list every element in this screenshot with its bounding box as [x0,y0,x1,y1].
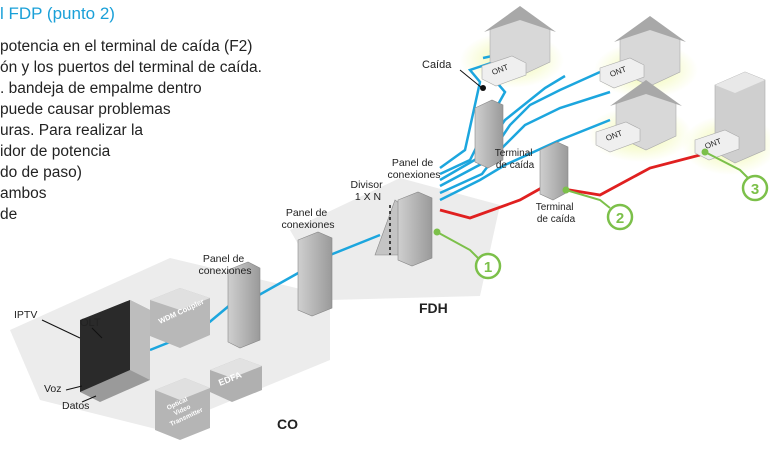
terminal-label-line: Terminal [495,148,533,159]
caida-leader [459,69,483,89]
connector-dot [562,186,570,194]
panel-label-fdh: Panel de conexiones [387,157,440,181]
panel-label-line: Panel de [392,157,434,169]
datos-label: Datos [62,400,89,412]
olt-device [80,300,150,402]
point-badge-1: 1 [474,252,502,280]
panel-label-line: Panel de [203,253,245,265]
panel-label-line: conexiones [281,219,334,231]
point-badge-label: 3 [751,181,759,198]
caida-dot [480,85,486,91]
voz-leader [65,385,83,391]
patch-panel-fdh [397,191,433,267]
paragraph-line: de [0,206,18,223]
wdm-coupler-device [150,288,210,348]
caida-label: Caída [422,59,452,71]
datos-leader [81,395,97,403]
divisor-label: Divisor 1 X N [350,179,385,203]
olt-leader [91,327,103,339]
divisor-label-line: 1 X N [355,191,381,203]
drop-terminal-1 [474,99,504,169]
fdh-label: FDH [419,300,448,316]
patch-panel-mid [297,231,333,317]
terminal-label-line: de caída [496,160,535,171]
olt-label: OLT [80,317,101,329]
paragraph-line: ambos [0,185,47,202]
connector-dot [701,148,709,156]
terminal-label-2: Terminal de caída [536,202,577,225]
paragraph-line: uras. Para realizar la [0,122,144,139]
panel-label-line: conexiones [387,169,440,181]
ont-device: ONT [599,57,645,89]
terminal-label-line: Terminal [536,202,574,213]
page-heading: l FDP (punto 2) [0,4,115,23]
co-label: CO [277,416,298,432]
optical-transmitter-device [155,378,210,440]
test-point-connectors [436,151,751,259]
point-badge-label: 1 [484,259,492,276]
ont-device: ONT [595,121,641,153]
terminal-label-line: de caída [537,214,576,225]
paragraph-line: . bandeja de empalme dentro [0,80,202,97]
connector-dot [433,228,441,236]
terminal-label-1: Terminal de caída [495,148,536,171]
paragraph-line: do de paso) [0,164,82,181]
optical-transmitter-label: Optical Video Transmitter [162,392,204,428]
ont-device: ONT [481,55,527,87]
iptv-leader [41,319,81,339]
panel-label-line: Panel de [286,207,328,219]
panel-label-mid: Panel de conexiones [281,207,334,231]
panel-label-line: conexiones [198,265,251,277]
iptv-label: IPTV [14,309,37,321]
paragraph-line: ón y los puertos del terminal de caída. [0,59,262,76]
paragraph-line: idor de potencia [0,143,111,160]
body-paragraph: potencia en el terminal de caída (F2) ón… [0,36,262,225]
paragraph-line: puede causar problemas [0,101,171,118]
point-badge-2: 2 [606,203,634,231]
point-badge-3: 3 [741,174,769,202]
point-badge-label: 2 [616,210,624,227]
ont-device: ONT [694,129,740,161]
divisor-label-line: Divisor [350,179,383,191]
patch-panel-co [227,261,261,349]
panel-label-co: Panel de conexiones [198,253,251,277]
voz-label: Voz [44,383,62,395]
paragraph-line: potencia en el terminal de caída (F2) [0,38,253,55]
edfa-device [210,358,262,402]
